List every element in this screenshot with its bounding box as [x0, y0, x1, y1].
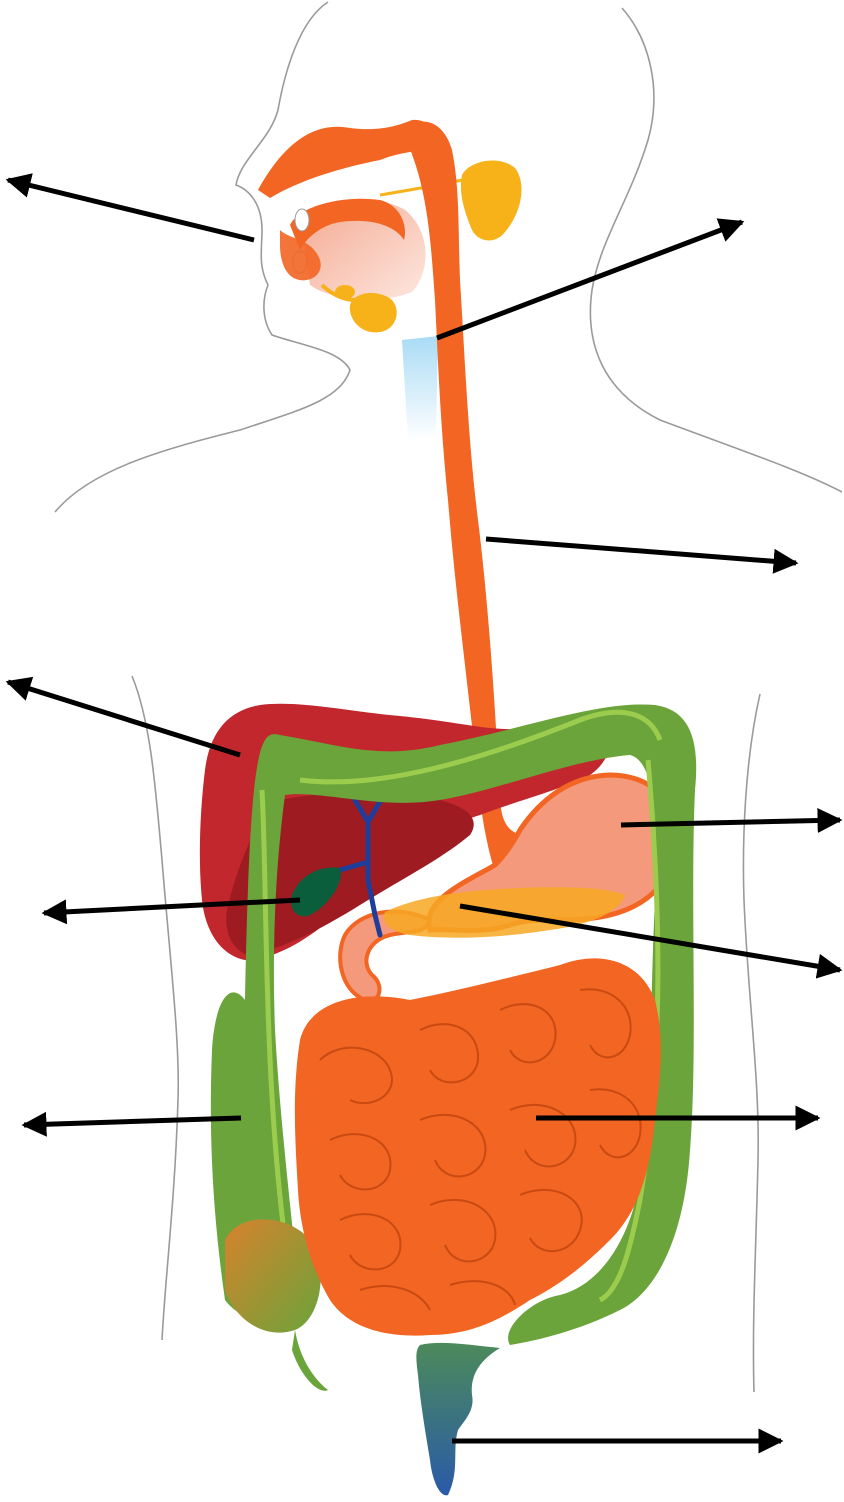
trachea	[402, 336, 438, 440]
pointer-mouth	[8, 180, 254, 240]
pointer-large-intestine	[24, 1118, 241, 1125]
pointer-pancreas	[460, 906, 840, 970]
pointer-esophagus	[486, 539, 796, 563]
rectum	[416, 1343, 500, 1495]
pointer-liver	[8, 682, 240, 755]
